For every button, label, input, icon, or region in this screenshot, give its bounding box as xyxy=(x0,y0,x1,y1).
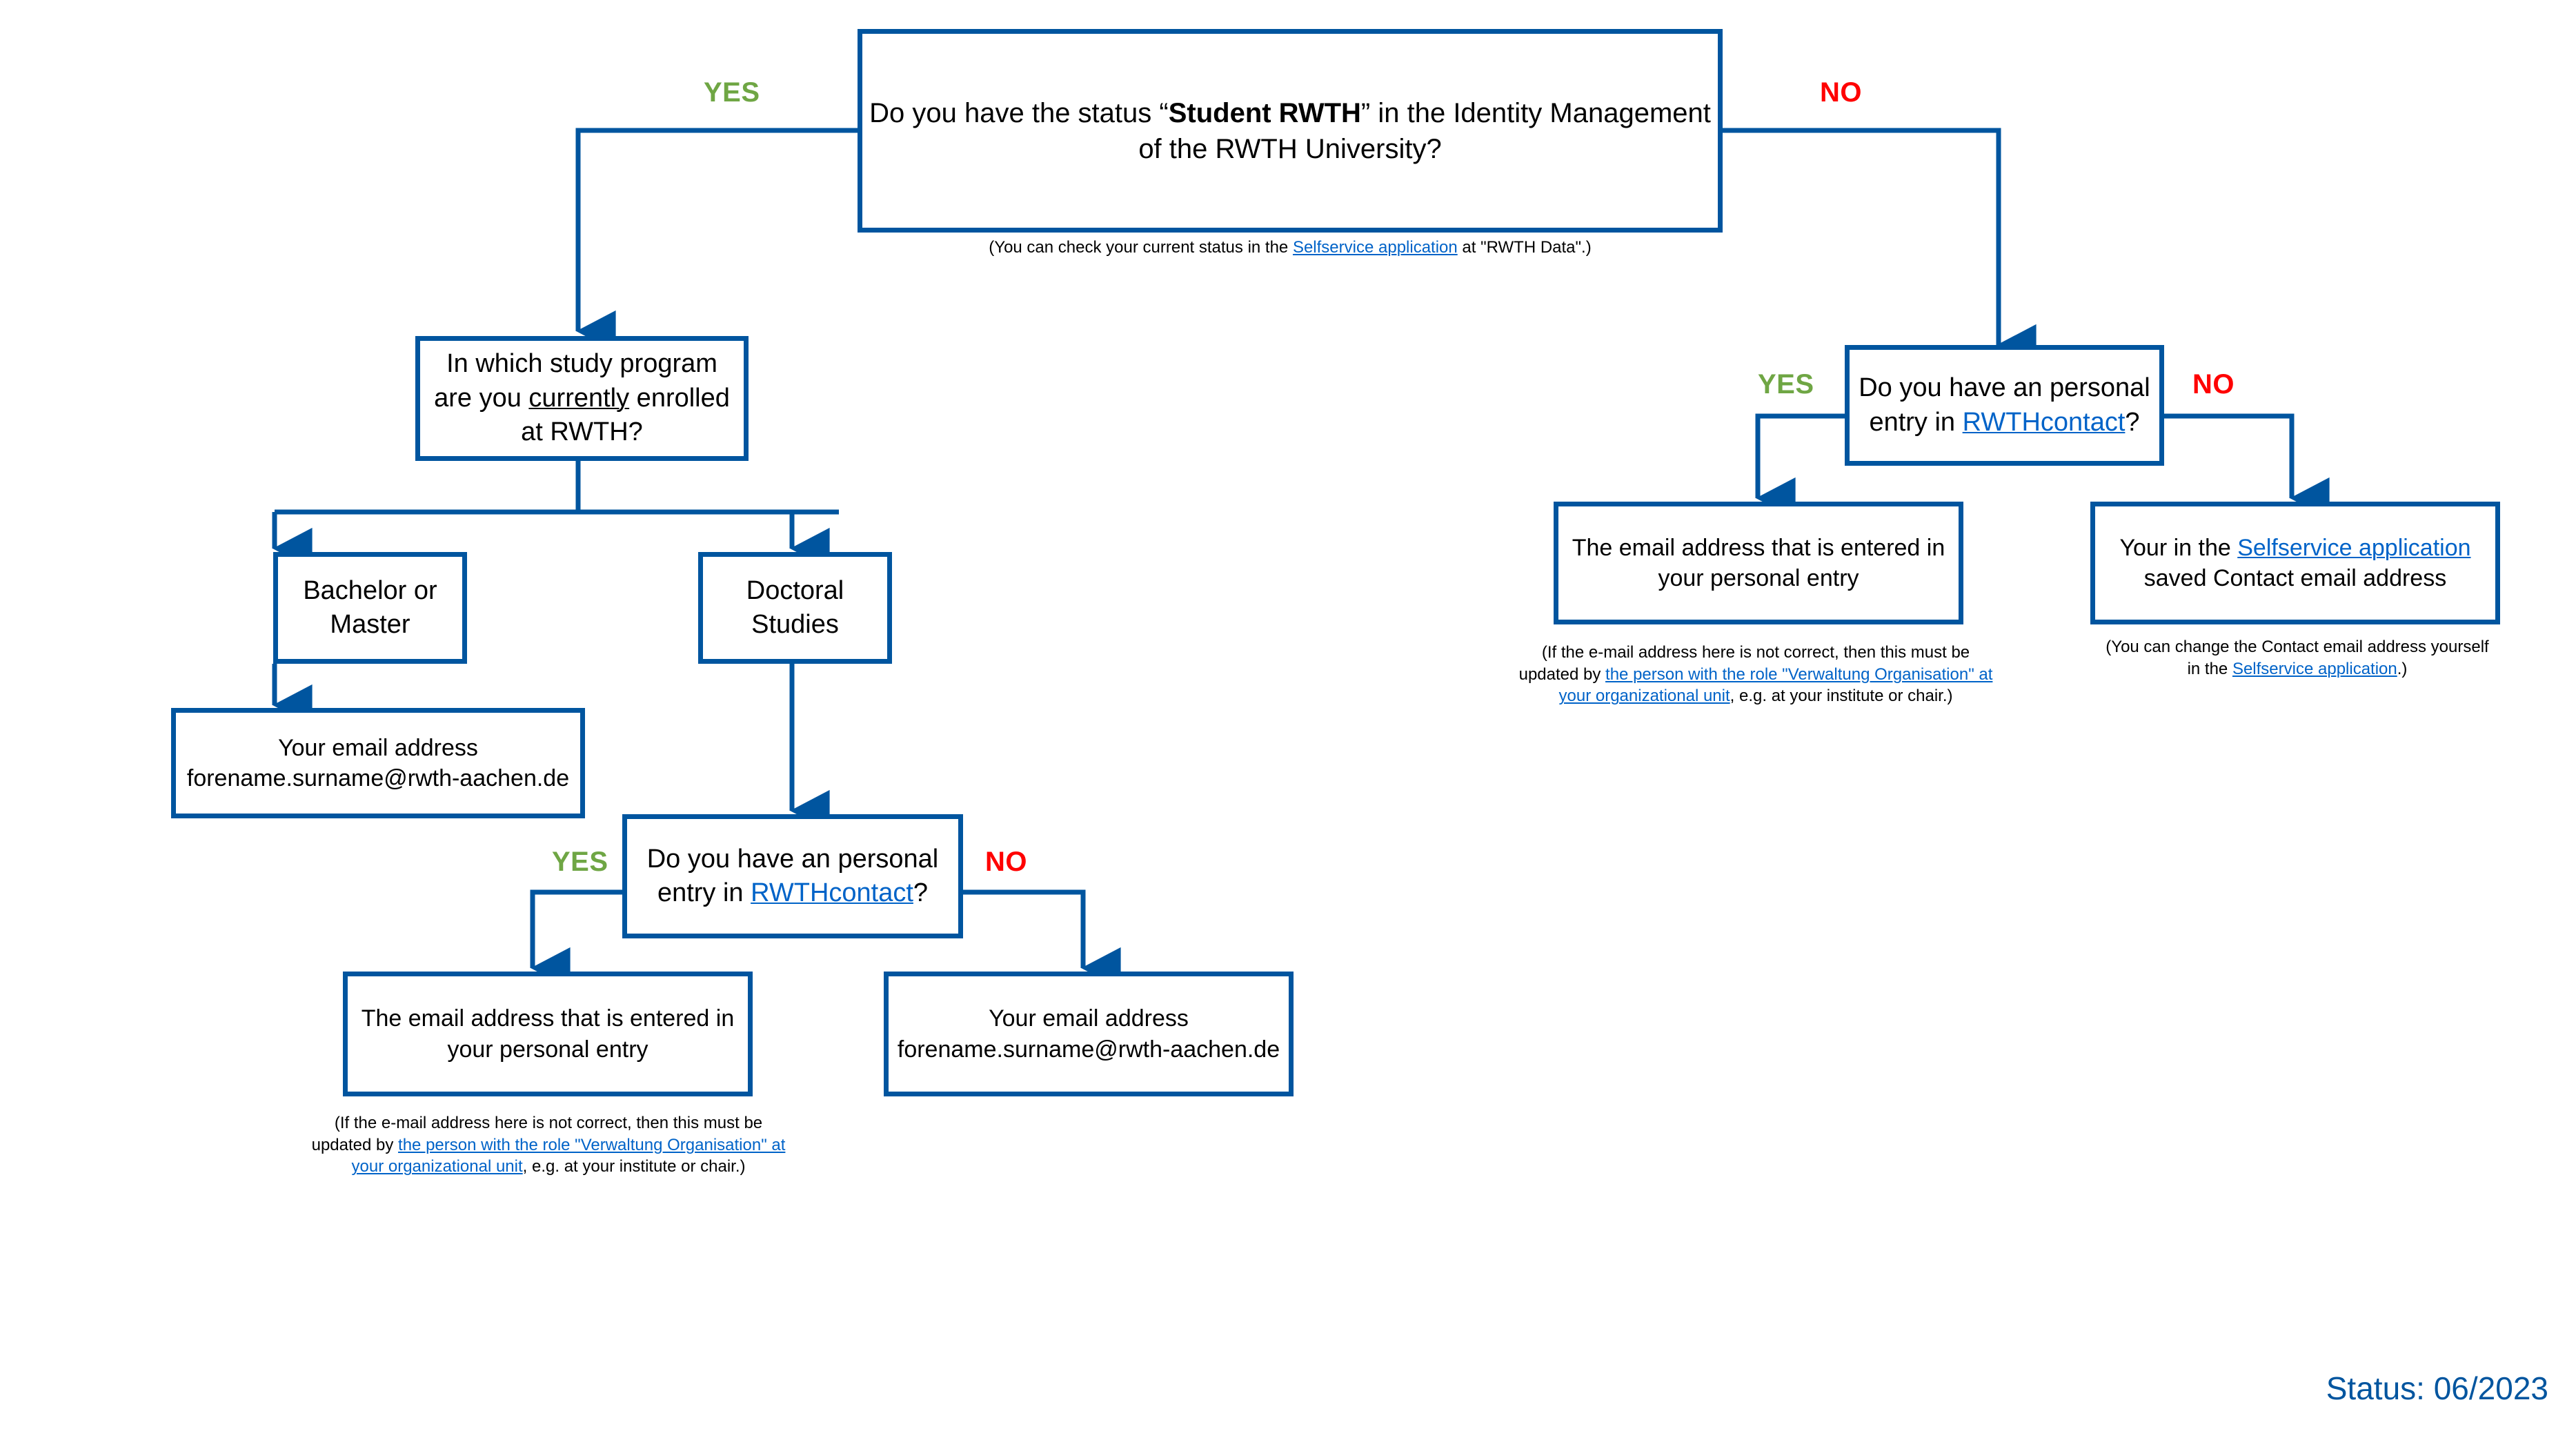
node-study-program-question: In which study program are you currently… xyxy=(415,336,749,461)
study-program-pre: In which study program are you xyxy=(434,349,717,413)
label-yes-right-contact: YES xyxy=(1758,369,1814,400)
link-selfservice-application-box[interactable]: Selfservice application xyxy=(2237,534,2471,561)
label-no-top: NO xyxy=(1820,77,1862,108)
node-selfservice-contact-right: Your in the Selfservice application save… xyxy=(2090,502,2500,624)
caption-ss-l1: (You can change the Contact email addres… xyxy=(2106,638,2489,656)
study-program-underline: currently xyxy=(528,383,630,413)
label-no-left-contact: NO xyxy=(985,847,1027,877)
link-rwthcontact-right[interactable]: RWTHcontact xyxy=(1962,407,2126,437)
link-selfservice-application-caption[interactable]: Selfservice application xyxy=(2232,659,2397,678)
rwthcontact-right-pre: Do you have an personal entry in xyxy=(1859,373,2150,437)
personal-entry-left-label: The email address that is entered in you… xyxy=(361,1005,735,1063)
caption-status-question: (You can check your current status in th… xyxy=(858,237,1723,259)
node-rwthcontact-question-right: Do you have an personal entry in RWTHcon… xyxy=(1845,345,2164,466)
doctoral-studies-label: Doctoral Studies xyxy=(746,575,844,639)
node-rwthcontact-question-left: Do you have an personal entry in RWTHcon… xyxy=(622,814,963,938)
caption-right-l3-post: , e.g. at your institute or chair.) xyxy=(1730,687,1953,706)
caption-selfservice-contact-right: (You can change the Contact email addres… xyxy=(2077,636,2518,680)
caption-ss-l2-post: .) xyxy=(2397,659,2408,678)
status-question-pre: Do you have the status “ xyxy=(869,97,1169,128)
rwthcontact-left-pre: Do you have an personal entry in xyxy=(646,844,939,907)
email-bachelor-master-label: Your email address forename.surname@rwth… xyxy=(186,734,570,791)
label-yes-top: YES xyxy=(704,77,760,108)
caption-status-post: at "RWTH Data".) xyxy=(1457,238,1592,257)
node-personal-entry-right: The email address that is entered in you… xyxy=(1554,502,1963,624)
personal-entry-right-label: The email address that is entered in you… xyxy=(1572,534,1945,591)
status-question-post: ” in the Identity Management of the RWTH… xyxy=(1138,97,1711,164)
link-verwaltung-organisation-right-a[interactable]: the person with the role "Verwaltung Org… xyxy=(1605,664,1993,684)
selfservice-contact-post: saved Contact email address xyxy=(2143,565,2447,591)
status-date: Status: 06/2023 xyxy=(2326,1370,2548,1406)
rwthcontact-left-post: ? xyxy=(913,878,929,907)
node-email-bachelor-master: Your email address forename.surname@rwth… xyxy=(171,708,585,818)
label-no-right-contact: NO xyxy=(2192,369,2235,400)
caption-right-l1: (If the e-mail address here is not corre… xyxy=(1541,643,1970,662)
link-selfservice-application[interactable]: Selfservice application xyxy=(1292,238,1458,257)
caption-status-pre: (You can check your current status in th… xyxy=(989,238,1293,257)
node-doctoral-studies: Doctoral Studies xyxy=(698,552,892,664)
node-status-question: Do you have the status “Student RWTH” in… xyxy=(858,29,1723,233)
link-rwthcontact-left[interactable]: RWTHcontact xyxy=(751,878,913,907)
selfservice-contact-pre: Your in the xyxy=(2119,534,2238,561)
link-verwaltung-organisation-left-a[interactable]: the person with the role "Verwaltung Org… xyxy=(398,1135,786,1154)
link-verwaltung-organisation-left-b[interactable]: your organizational unit xyxy=(351,1157,523,1176)
study-program-post: enrolled at RWTH? xyxy=(521,383,730,447)
status-question-bold: Student RWTH xyxy=(1168,97,1361,128)
email-doctoral-label: Your email address forename.surname@rwth… xyxy=(897,1005,1280,1063)
node-personal-entry-left: The email address that is entered in you… xyxy=(343,972,753,1096)
caption-personal-entry-right: (If the e-mail address here is not corre… xyxy=(1469,642,2042,707)
node-email-doctoral: Your email address forename.surname@rwth… xyxy=(884,972,1294,1096)
bachelor-master-label: Bachelor or Master xyxy=(303,575,437,639)
caption-right-l2-pre: updated by xyxy=(1518,664,1606,684)
label-yes-left-contact: YES xyxy=(552,847,608,877)
link-verwaltung-organisation-right-b[interactable]: your organizational unit xyxy=(1558,687,1730,706)
caption-ss-l2-pre: in the xyxy=(2187,659,2232,678)
caption-left-l3-post: , e.g. at your institute or chair.) xyxy=(522,1157,746,1176)
caption-left-l2-pre: updated by xyxy=(311,1135,399,1154)
rwthcontact-right-post: ? xyxy=(2125,407,2140,437)
caption-left-l1: (If the e-mail address here is not corre… xyxy=(334,1114,763,1132)
node-bachelor-master: Bachelor or Master xyxy=(273,552,467,664)
caption-personal-entry-left: (If the e-mail address here is not corre… xyxy=(262,1112,835,1178)
